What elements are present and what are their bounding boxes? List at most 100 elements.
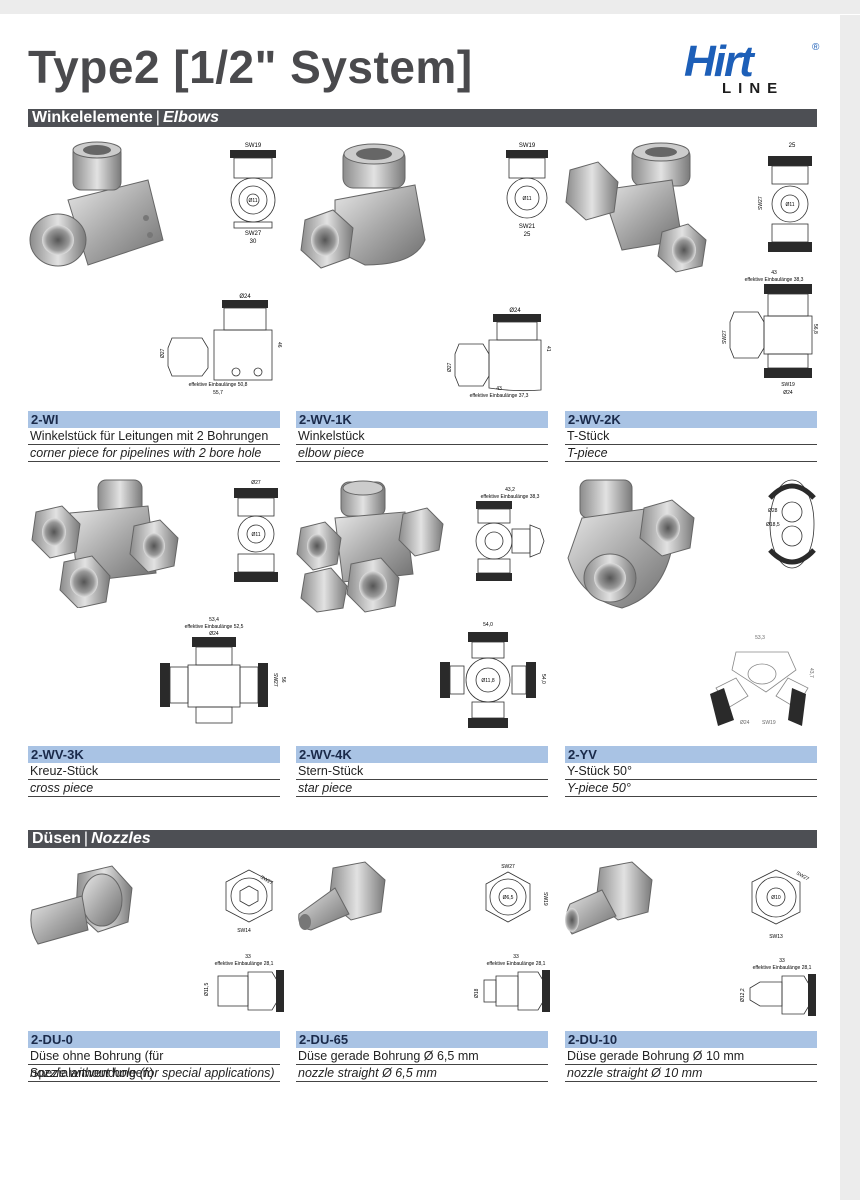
- product-photo-2-du-0: [30, 865, 133, 945]
- svg-text:Ø24: Ø24: [509, 308, 521, 314]
- product-card-2-du-0: 2-DU-0 Düse ohne Bohrung (für Spezialanw…: [28, 1031, 280, 1082]
- section-title-de: Düsen: [32, 830, 81, 847]
- svg-text:SW14: SW14: [237, 928, 251, 934]
- svg-text:43: 43: [496, 386, 502, 392]
- label-sw19: SW19: [245, 143, 262, 149]
- svg-text:25: 25: [524, 232, 531, 238]
- product-photo-2-wv-1k: [300, 143, 426, 269]
- svg-text:SW27: SW27: [501, 864, 515, 870]
- svg-text:53,4: 53,4: [209, 617, 219, 623]
- drawing-2-yv-side: 53,3 43,7 Ø24 SW19: [710, 635, 814, 726]
- product-desc-de: Düse gerade Bohrung Ø 6,5 mm: [296, 1048, 548, 1065]
- section-title-de: Winkelelemente: [32, 109, 153, 126]
- logo-registered-mark: ®: [812, 42, 820, 53]
- drawing-2-du-0-front: SW27 SW14: [225, 869, 274, 934]
- svg-text:25: 25: [789, 143, 796, 149]
- product-code: 2-WV-4K: [296, 746, 548, 763]
- drawing-2-wv-4k-front: 43,2 effektive Einbaulänge 38,3: [475, 487, 545, 581]
- product-photo-2-wi: [29, 141, 164, 267]
- svg-text:SW13: SW13: [769, 934, 783, 940]
- svg-text:effektive Einbaulänge 28,1: effektive Einbaulänge 28,1: [215, 961, 274, 967]
- drawing-2-wv-1k-front: SW19 Ø11 SW21 25: [506, 143, 548, 238]
- drawing-2-du-65-front: SW27 Ø6,5 SW19: [485, 864, 548, 923]
- svg-text:SW27: SW27: [722, 330, 728, 344]
- product-desc-en: cross piece: [28, 780, 280, 797]
- drawing-2-yv-front: Ø28 Ø18,5: [766, 479, 816, 569]
- product-photo-2-yv: [567, 479, 695, 609]
- product-code: 2-DU-10: [565, 1031, 817, 1048]
- svg-text:Ø11,5: Ø11,5: [204, 983, 210, 996]
- svg-text:SW27: SW27: [245, 231, 262, 237]
- svg-text:Ø28: Ø28: [768, 508, 778, 514]
- product-desc-de: Winkelstück: [296, 428, 548, 445]
- page-title: Type2 [1/2" System]: [28, 41, 473, 93]
- section-header-elbows: Winkelelemente|Elbows: [28, 109, 817, 127]
- svg-text:effektive Einbaulänge 52,5: effektive Einbaulänge 52,5: [185, 624, 244, 630]
- product-desc-en: Y-piece 50°: [565, 780, 817, 797]
- product-code: 2-DU-0: [28, 1031, 280, 1048]
- svg-text:Ø24: Ø24: [209, 631, 219, 637]
- svg-text:54,0: 54,0: [540, 674, 546, 684]
- product-card-2-du-65: 2-DU-65 Düse gerade Bohrung Ø 6,5 mm noz…: [296, 1031, 548, 1082]
- svg-text:55,7: 55,7: [213, 390, 223, 396]
- product-desc-en: star piece: [296, 780, 548, 797]
- svg-text:effektive Einbaulänge 38,3: effektive Einbaulänge 38,3: [745, 277, 804, 283]
- drawing-2-wv-2k-front: 25 Ø11 SW27: [758, 143, 812, 252]
- drawing-2-wi-side: Ø24 Ø27 46 effektive Einbaulänge 50,8 55…: [160, 294, 282, 396]
- svg-text:41: 41: [545, 346, 551, 352]
- drawing-2-du-10-front: SW27 Ø10 SW13: [751, 869, 810, 940]
- product-desc-en: corner piece for pipelines with 2 bore h…: [28, 445, 280, 462]
- section-title-en: Nozzles: [91, 830, 151, 847]
- product-code: 2-WV-3K: [28, 746, 280, 763]
- product-desc-en: nozzle without hole (for special applica…: [28, 1065, 280, 1082]
- drawing-2-wv-3k-front: Ø27 Ø11: [234, 480, 278, 582]
- drawing-2-wv-3k-side: 53,4 effektive Einbaulänge 52,5 Ø24 SW27…: [160, 617, 286, 724]
- svg-text:SW27: SW27: [272, 673, 278, 687]
- svg-text:43,2: 43,2: [505, 487, 515, 493]
- product-photo-2-wv-3k: [31, 479, 179, 608]
- product-card-2-wv-3k: 2-WV-3K Kreuz-Stück cross piece: [28, 746, 280, 797]
- product-code: 2-WI: [28, 411, 280, 428]
- page-right-margin: [840, 15, 860, 1200]
- product-desc-de: T-Stück: [565, 428, 817, 445]
- svg-text:SW19: SW19: [519, 143, 536, 149]
- drawing-2-du-0-side: 33 effektive Einbaulänge 28,1 Ø11,5: [204, 954, 284, 1012]
- svg-text:33: 33: [245, 954, 251, 960]
- product-photo-2-wv-4k: [296, 480, 444, 613]
- product-card-2-wv-1k: 2-WV-1K Winkelstück elbow piece: [296, 411, 548, 462]
- svg-text:33: 33: [779, 958, 785, 964]
- svg-text:33: 33: [513, 954, 519, 960]
- page-top-margin: [0, 0, 860, 14]
- svg-text:SW27: SW27: [758, 196, 764, 210]
- svg-text:effektive Einbaulänge 28,1: effektive Einbaulänge 28,1: [753, 965, 812, 971]
- drawing-2-wi-front: SW19 Ø11 SW27 30: [230, 143, 276, 245]
- svg-text:46: 46: [276, 342, 282, 348]
- svg-text:Ø11: Ø11: [522, 196, 531, 202]
- product-desc-de: Düse gerade Bohrung Ø 10 mm: [565, 1048, 817, 1065]
- svg-text:43,7: 43,7: [808, 668, 814, 678]
- product-desc-en: elbow piece: [296, 445, 548, 462]
- svg-text:effektive Einbaulänge 38,3: effektive Einbaulänge 38,3: [481, 494, 540, 500]
- svg-text:Ø12,2: Ø12,2: [740, 988, 746, 1002]
- product-card-2-wi: 2-WI Winkelstück für Leitungen mit 2 Boh…: [28, 411, 280, 462]
- svg-text:Ø6,5: Ø6,5: [503, 895, 514, 901]
- section-title-en: Elbows: [162, 109, 219, 126]
- svg-text:SW21: SW21: [519, 224, 536, 230]
- svg-text:effektive Einbaulänge 28,1: effektive Einbaulänge 28,1: [487, 961, 546, 967]
- svg-text:Ø18,5: Ø18,5: [766, 522, 780, 528]
- svg-text:53,3: 53,3: [755, 635, 765, 641]
- drawing-2-du-10-side: 33 effektive Einbaulänge 28,1 Ø12,2: [740, 958, 816, 1016]
- section-separator: |: [155, 109, 160, 126]
- product-card-2-du-10: 2-DU-10 Düse gerade Bohrung Ø 10 mm nozz…: [565, 1031, 817, 1082]
- svg-text:Ø24: Ø24: [783, 390, 793, 396]
- svg-text:Ø18: Ø18: [474, 988, 480, 998]
- svg-text:Ø11,8: Ø11,8: [481, 678, 494, 684]
- product-code: 2-WV-2K: [565, 411, 817, 428]
- svg-text:Ø11: Ø11: [248, 198, 257, 204]
- svg-text:effektive Einbaulänge 37,3: effektive Einbaulänge 37,3: [470, 393, 529, 399]
- svg-text:Ø24: Ø24: [740, 720, 750, 726]
- section-header-nozzles: Düsen|Nozzles: [28, 830, 817, 848]
- svg-text:Ø27: Ø27: [251, 480, 261, 486]
- product-desc-de: Kreuz-Stück: [28, 763, 280, 780]
